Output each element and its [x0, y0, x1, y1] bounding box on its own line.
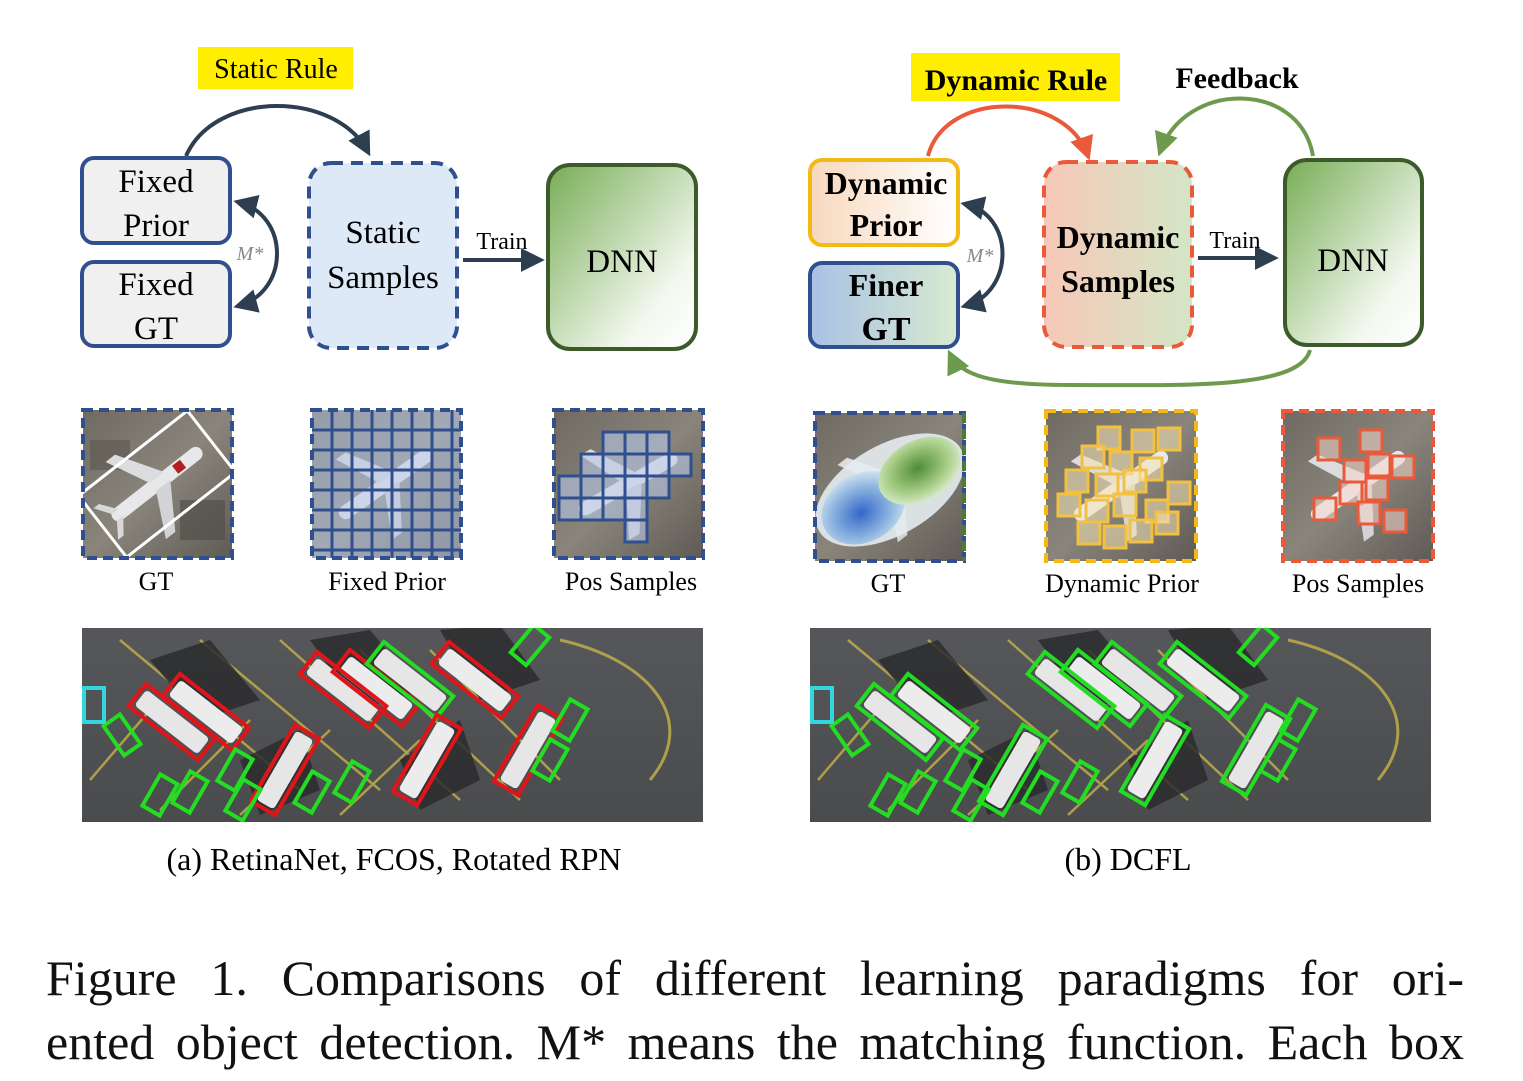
figure-caption-line-1: Figure 1. Comparisons of different learn…	[46, 950, 1464, 1006]
static-samples-line2: Samples	[327, 260, 439, 296]
detection-box-false	[248, 722, 322, 818]
detection-box-true	[331, 758, 373, 806]
detection-box-true	[1118, 712, 1192, 808]
matching-arrow-b	[960, 196, 1005, 313]
feedback-arrow	[1154, 96, 1315, 157]
detection-box-true	[1277, 696, 1319, 744]
dnn-label-b: DNN	[1317, 243, 1389, 279]
thumb-dynamic-prior-frame	[1044, 409, 1198, 563]
detection-box-true	[169, 768, 211, 816]
matching-arrow-a	[233, 195, 279, 313]
thumb-pos-samples-a-frame	[552, 408, 705, 560]
thumb-gt-b-frame	[813, 411, 966, 563]
thumb-label-pos-samples-a: Pos Samples	[565, 567, 697, 596]
train-label-a: Train	[476, 229, 527, 255]
detection-box-true	[291, 768, 333, 816]
detection-box-true	[363, 639, 457, 721]
thumb-gt-b	[815, 413, 964, 561]
fixed-gt-box	[80, 260, 232, 348]
train-label-b: Train	[1209, 228, 1260, 254]
dynamic-rule-label: Dynamic Rule	[925, 64, 1108, 97]
detection-box-missed	[810, 686, 834, 724]
thumb-gt-a-frame	[81, 408, 234, 560]
detection-box-true	[976, 722, 1050, 818]
detection-box-true	[897, 768, 939, 816]
detection-box-false	[159, 671, 253, 753]
thumb-label-gt-a: GT	[139, 567, 174, 596]
dnn-box-a	[546, 163, 698, 351]
dynamic-prior-box	[808, 158, 960, 247]
detection-box-true	[1091, 639, 1185, 721]
static-rule-label: Static Rule	[214, 54, 338, 85]
detection-box-true	[1156, 639, 1250, 721]
detection-box-true	[950, 776, 992, 822]
dnn-box-b	[1283, 158, 1424, 347]
fixed-prior-line1: Fixed	[118, 164, 194, 200]
fixed-prior-box	[80, 156, 232, 245]
static-samples-box	[307, 161, 459, 350]
dynamic-rule-arrow	[926, 104, 1093, 161]
detection-box-false	[390, 712, 464, 808]
thumb-fixed-prior	[312, 410, 461, 558]
fixed-gt-line2: GT	[134, 311, 178, 347]
detection-box-true	[1024, 649, 1118, 731]
static-rule-highlight	[198, 47, 353, 89]
subcaption-b: (b) DCFL	[1064, 841, 1191, 877]
thumb-pos-samples-b-frame	[1281, 409, 1435, 563]
finer-gt-box	[808, 261, 960, 349]
thumb-dynamic-prior	[1046, 411, 1196, 561]
fixed-prior-line2: Prior	[123, 208, 189, 244]
matching-label-a: M*	[236, 243, 264, 265]
detection-box-false	[428, 639, 522, 721]
detection-box-true	[1257, 736, 1299, 784]
finer-gt-line1: Finer	[849, 267, 924, 303]
detection-box-true	[100, 711, 144, 759]
panel-a: Static Rule Fixed Prior Fixed GT M* Stat…	[80, 47, 705, 877]
dynamic-prior-line2: Prior	[850, 207, 923, 243]
detection-box-true	[222, 776, 264, 822]
detection-box-true	[1059, 758, 1101, 806]
thumb-pos-samples-a	[554, 410, 703, 558]
dynamic-samples-line2: Samples	[1061, 263, 1175, 299]
matching-label-b: M*	[966, 245, 994, 267]
detection-box-true	[887, 671, 981, 753]
fixed-gt-line1: Fixed	[118, 267, 194, 303]
detection-box-missed	[82, 686, 106, 724]
figure: Static Rule Fixed Prior Fixed GT M* Stat…	[80, 47, 1435, 877]
dynamic-rule-highlight	[911, 53, 1120, 101]
detection-box-true	[549, 696, 591, 744]
dynamic-samples-box	[1042, 160, 1194, 349]
detection-box-true	[867, 771, 909, 819]
dynamic-samples-line1: Dynamic	[1057, 219, 1180, 255]
thumb-label-gt-b: GT	[871, 569, 906, 598]
panel-b: Dynamic Rule Feedback Dynamic Prior Fine…	[808, 53, 1435, 877]
detection-photo-a	[82, 628, 703, 822]
detection-photo-b	[810, 628, 1431, 822]
detection-box-true	[828, 711, 872, 759]
figure-caption-line-2: ented object detection. M* means the mat…	[46, 1014, 1464, 1070]
detection-box-true	[1019, 768, 1061, 816]
static-rule-arrow	[184, 104, 371, 157]
detection-box-true	[942, 746, 984, 794]
dnn-label-a: DNN	[586, 244, 658, 280]
thumb-label-dynamic-prior: Dynamic Prior	[1045, 569, 1199, 598]
feedback-label: Feedback	[1175, 62, 1299, 95]
detection-box-true	[214, 746, 256, 794]
thumb-pos-samples-b	[1283, 411, 1433, 561]
thumb-label-fixed-prior: Fixed Prior	[328, 567, 446, 596]
thumb-fixed-prior-frame	[310, 408, 463, 560]
thumb-label-pos-samples-b: Pos Samples	[1292, 569, 1424, 598]
detection-box-true	[507, 628, 553, 669]
finer-gt-line2: GT	[861, 311, 910, 348]
dynamic-prior-line1: Dynamic	[825, 165, 948, 201]
detection-box-true	[1235, 628, 1281, 669]
detection-box-true	[139, 771, 181, 819]
figure-caption-line-3-cropped	[46, 1070, 1464, 1081]
static-samples-line1: Static	[345, 215, 420, 251]
detection-box-true	[529, 736, 571, 784]
subcaption-a: (a) RetinaNet, FCOS, Rotated RPN	[166, 841, 621, 877]
dnn-to-gt-arrow	[947, 349, 1312, 388]
thumb-gt-a	[83, 410, 232, 558]
detection-box-false	[296, 649, 390, 731]
